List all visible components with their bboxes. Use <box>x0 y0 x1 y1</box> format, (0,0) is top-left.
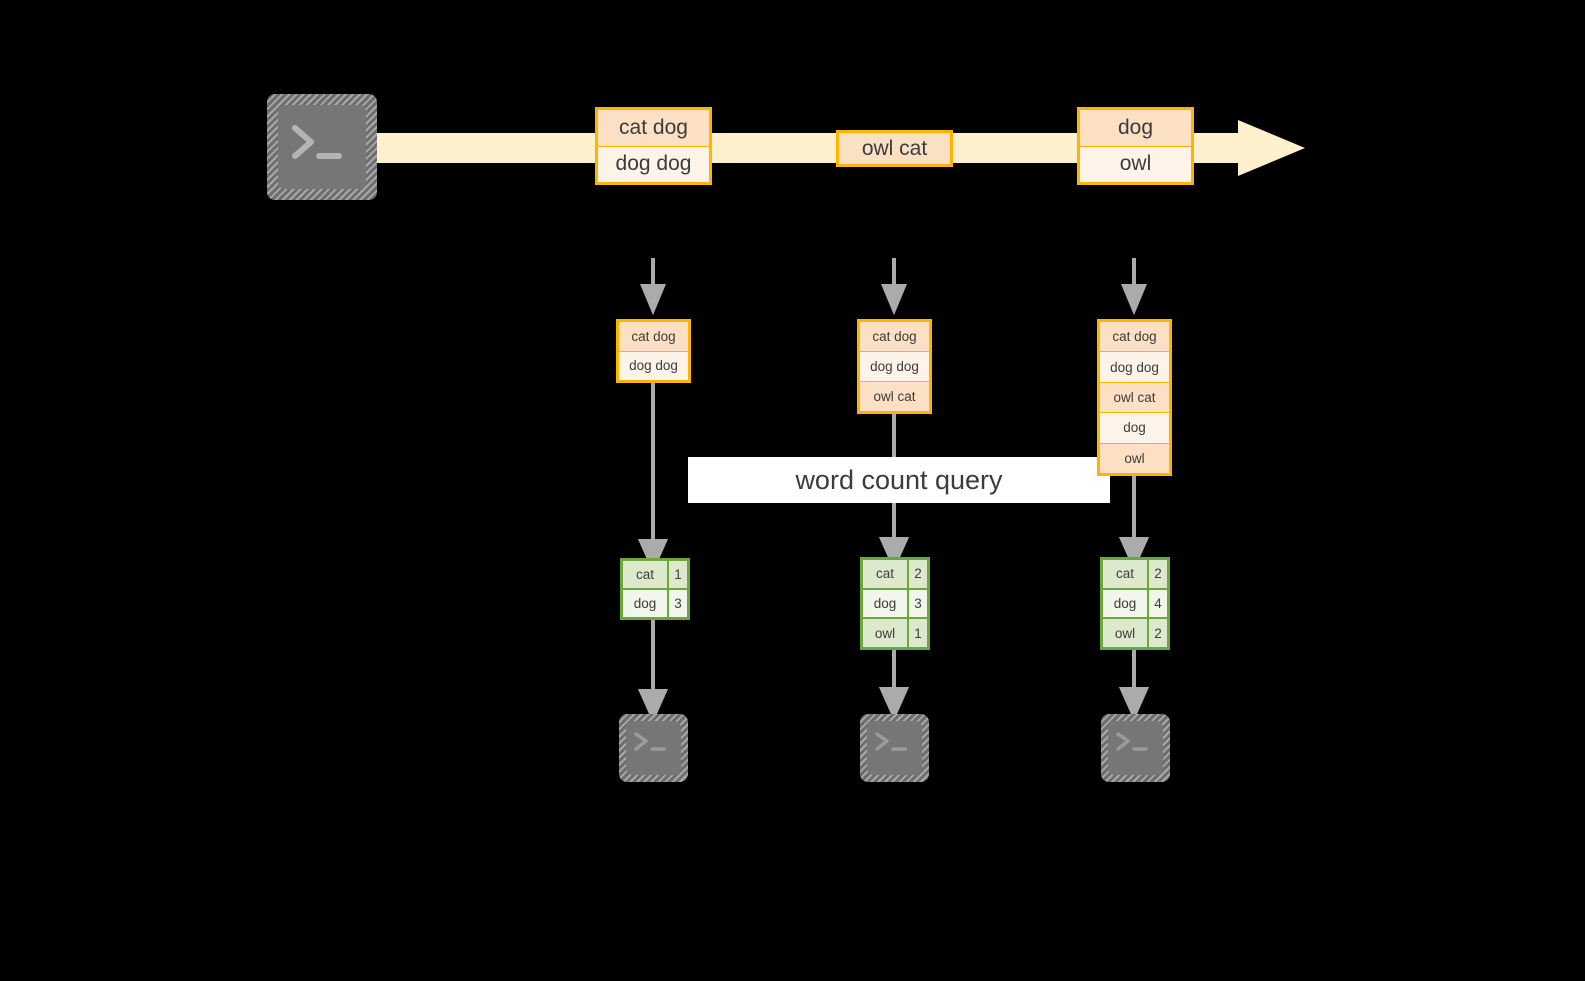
state-line: cat dog <box>860 322 929 352</box>
table-row: cat 2 <box>863 560 927 590</box>
count-cell: 3 <box>909 589 927 618</box>
record-line: dog dog <box>598 146 709 182</box>
state-box-column-1[interactable]: cat dog dog dog <box>616 319 691 383</box>
table-row: owl 2 <box>1103 619 1167 648</box>
source-terminal[interactable] <box>267 94 377 200</box>
word-cell: dog <box>863 589 909 618</box>
timeline-record-2[interactable]: owl cat <box>836 130 953 167</box>
table-row: dog 4 <box>1103 589 1167 620</box>
query-label: word count query <box>688 457 1110 503</box>
timeline-record-1[interactable]: cat dog dog dog <box>595 107 712 185</box>
sink-terminal-column-2[interactable] <box>860 714 929 782</box>
count-cell: 1 <box>669 561 687 588</box>
terminal-screen <box>278 105 366 189</box>
word-cell: cat <box>623 561 669 588</box>
terminal-prompt-icon <box>634 732 666 751</box>
terminal-prompt-icon <box>292 125 342 159</box>
table-row: owl 1 <box>863 619 927 648</box>
state-line: owl cat <box>860 382 929 411</box>
table-row: dog 3 <box>863 589 927 620</box>
result-table-column-1[interactable]: cat 1 dog 3 <box>620 558 690 620</box>
word-cell: cat <box>1103 560 1149 588</box>
count-cell: 2 <box>909 560 927 588</box>
result-table-column-2[interactable]: cat 2 dog 3 owl 1 <box>860 557 930 650</box>
record-line: owl <box>1080 146 1191 182</box>
state-line: cat dog <box>1100 322 1169 353</box>
state-line: dog dog <box>619 351 688 380</box>
count-cell: 2 <box>1149 560 1167 588</box>
word-cell: owl <box>863 619 909 648</box>
word-cell: cat <box>863 560 909 588</box>
state-box-column-3[interactable]: cat dog dog dog owl cat dog owl <box>1097 319 1172 476</box>
result-table-column-3[interactable]: cat 2 dog 4 owl 2 <box>1100 557 1170 650</box>
sink-terminal-column-3[interactable] <box>1101 714 1170 782</box>
state-line: dog dog <box>1100 352 1169 383</box>
state-line: cat dog <box>619 322 688 352</box>
word-cell: dog <box>623 590 669 617</box>
table-row: cat 2 <box>1103 560 1167 590</box>
record-line: owl cat <box>839 133 950 164</box>
table-row: dog 3 <box>623 590 687 617</box>
word-cell: owl <box>1103 619 1149 648</box>
state-line: owl cat <box>1100 382 1169 414</box>
record-line: cat dog <box>598 110 709 147</box>
terminal-prompt-icon <box>875 732 907 751</box>
state-line: owl <box>1100 443 1169 474</box>
state-box-column-2[interactable]: cat dog dog dog owl cat <box>857 319 932 414</box>
count-cell: 4 <box>1149 589 1167 618</box>
count-cell: 3 <box>669 590 687 617</box>
state-line: dog dog <box>860 352 929 382</box>
table-row: cat 1 <box>623 561 687 590</box>
record-line: dog <box>1080 110 1191 147</box>
count-cell: 2 <box>1149 619 1167 648</box>
sink-terminal-column-1[interactable] <box>619 714 688 782</box>
state-line: dog <box>1100 413 1169 444</box>
terminal-prompt-icon <box>1116 732 1148 751</box>
count-cell: 1 <box>909 619 927 648</box>
timeline-record-3[interactable]: dog owl <box>1077 107 1194 185</box>
word-cell: dog <box>1103 589 1149 618</box>
